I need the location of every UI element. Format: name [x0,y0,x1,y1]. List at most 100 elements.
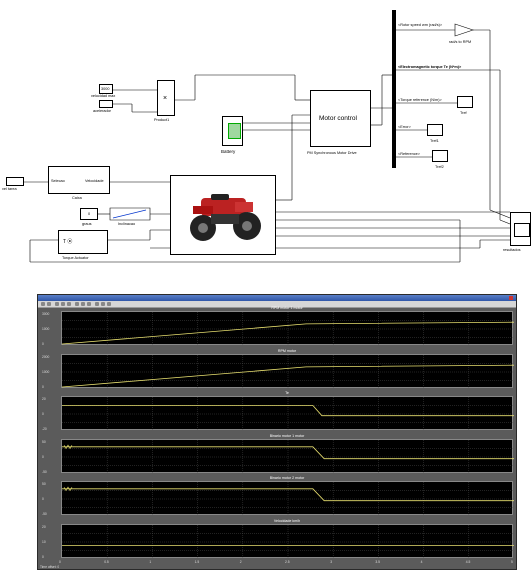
close-icon[interactable] [509,296,513,300]
y-tick-label: 0 [42,554,44,559]
y-tick-label: 1000 [42,327,50,331]
torque-symbol: T ⦿ [63,239,73,245]
panel-plot [62,397,514,431]
panel-title: Velocidade km/h [273,518,301,523]
x-tick-label: 1 [149,560,152,564]
rotor-speed-label: <Rotor speed wm (rad/s)> [398,23,443,27]
scope-tref2[interactable] [432,150,448,162]
resultados-label: resultados [503,248,521,252]
caixa-label: Caixa [72,196,82,200]
battery-label: Battery [221,149,236,154]
tref-label: Tref [460,111,467,115]
zoom-in-icon[interactable] [55,302,59,306]
vehicle-block[interactable] [170,175,276,255]
constant-label: velocidad max [91,94,116,98]
graus-label: graus [82,222,92,226]
signal-trace [62,488,514,502]
motor-control-block[interactable]: Motor control [310,90,371,147]
constant-block[interactable]: 3000 [99,84,113,94]
panel-title: Binario motor 2 motor [269,476,305,480]
zero-value: 0 [88,212,91,216]
scope-icon [514,223,530,237]
autoscale-icon[interactable] [75,302,79,306]
product-symbol: × [163,95,168,102]
resultados-scope[interactable] [510,212,531,246]
panel-plot [62,524,514,559]
y-tick-label: -50 [42,512,47,516]
scope-toolbar [38,301,516,308]
scope-panel[interactable] [61,396,514,431]
x-tick-label: 2.5 [285,560,290,564]
y-tick-label: 0 [42,497,44,501]
zero-block[interactable]: 0 [80,208,98,220]
scope-panel[interactable] [61,481,514,516]
battery-icon [228,123,241,139]
scope-tref[interactable] [457,96,473,108]
accelerator-label: acelerador [93,109,111,113]
torque-actuator-label: Torque Actuator [62,256,89,260]
constant-value: 3000 [101,87,110,91]
y-tick-label: 10 [42,539,46,544]
y-tick-label: 0 [42,384,44,389]
motor-control-label: Motor control [319,115,357,122]
signal-trace [62,364,514,387]
atv-image [190,194,261,241]
product-block[interactable]: × [157,80,175,116]
zoom-y-icon[interactable] [67,302,71,306]
x-tick-label: 0.5 [104,560,109,564]
battery-block[interactable] [222,116,243,146]
x-tick-label: 4.5 [465,560,471,564]
x-tick-label: 1.5 [194,560,200,564]
vel-tarea-block[interactable] [6,177,24,186]
scope-panel[interactable] [61,523,514,559]
y-tick-label: 20 [42,397,46,401]
y-tick-label: -20 [42,427,47,431]
zoom-x-icon[interactable] [61,302,65,306]
signal-trace [62,405,514,417]
caixa-out-port: Velocidade [85,179,104,183]
panel-title: RPM motor 1 motor [271,306,303,310]
lock-icon[interactable] [101,302,105,306]
torque-ref-label: <Torque reference (N/m)> [398,98,442,102]
panel-title: RPM motor [277,348,297,353]
y-tick-label: -50 [42,469,47,474]
panel-plot [62,482,514,516]
signal-selection-icon[interactable] [107,302,111,306]
floating-scope-icon[interactable] [95,302,99,306]
scope-tref1[interactable] [427,124,443,136]
tref1-label: Tref1 [430,139,439,143]
scope-title-bar[interactable] [38,295,516,301]
reference-label: <Reference> [398,152,420,156]
scope-panel[interactable] [61,311,514,346]
params-icon[interactable] [47,302,51,306]
error-label: <Error> [398,125,411,129]
caixa-block[interactable]: Selecao Velocidade [48,166,110,194]
y-tick-label: 3000 [42,312,50,316]
x-tick-label: 3.5 [375,560,380,564]
accelerator-block[interactable] [99,100,113,108]
inclinacao-label: Inclinacao [118,222,136,226]
product-label: Product1 [154,118,170,122]
y-tick-label: 0 [42,412,44,416]
scope-panel[interactable] [61,353,514,389]
scope-panel[interactable] [61,438,514,474]
y-tick-label: 1000 [42,369,50,374]
print-icon[interactable] [41,302,45,306]
x-tick-label: 3 [330,560,333,564]
y-tick-label: 50 [42,482,46,486]
save-axes-icon[interactable] [81,302,85,306]
restore-axes-icon[interactable] [87,302,91,306]
y-tick-label: 20 [42,524,46,529]
gain-label: rad/s to RPM [449,40,472,44]
torque-actuator-block[interactable]: T ⦿ [58,230,108,254]
y-tick-label: 50 [42,439,46,444]
panel-plot [62,354,514,389]
x-tick-label: 2 [239,560,242,564]
y-tick-label: 2000 [42,354,50,359]
x-tick-label: 0 [59,560,61,564]
time-offset-label: Time offset: 0 [40,565,60,569]
signal-trace [62,321,514,345]
x-tick-label: 5 [511,560,513,564]
model-wires [24,10,511,263]
